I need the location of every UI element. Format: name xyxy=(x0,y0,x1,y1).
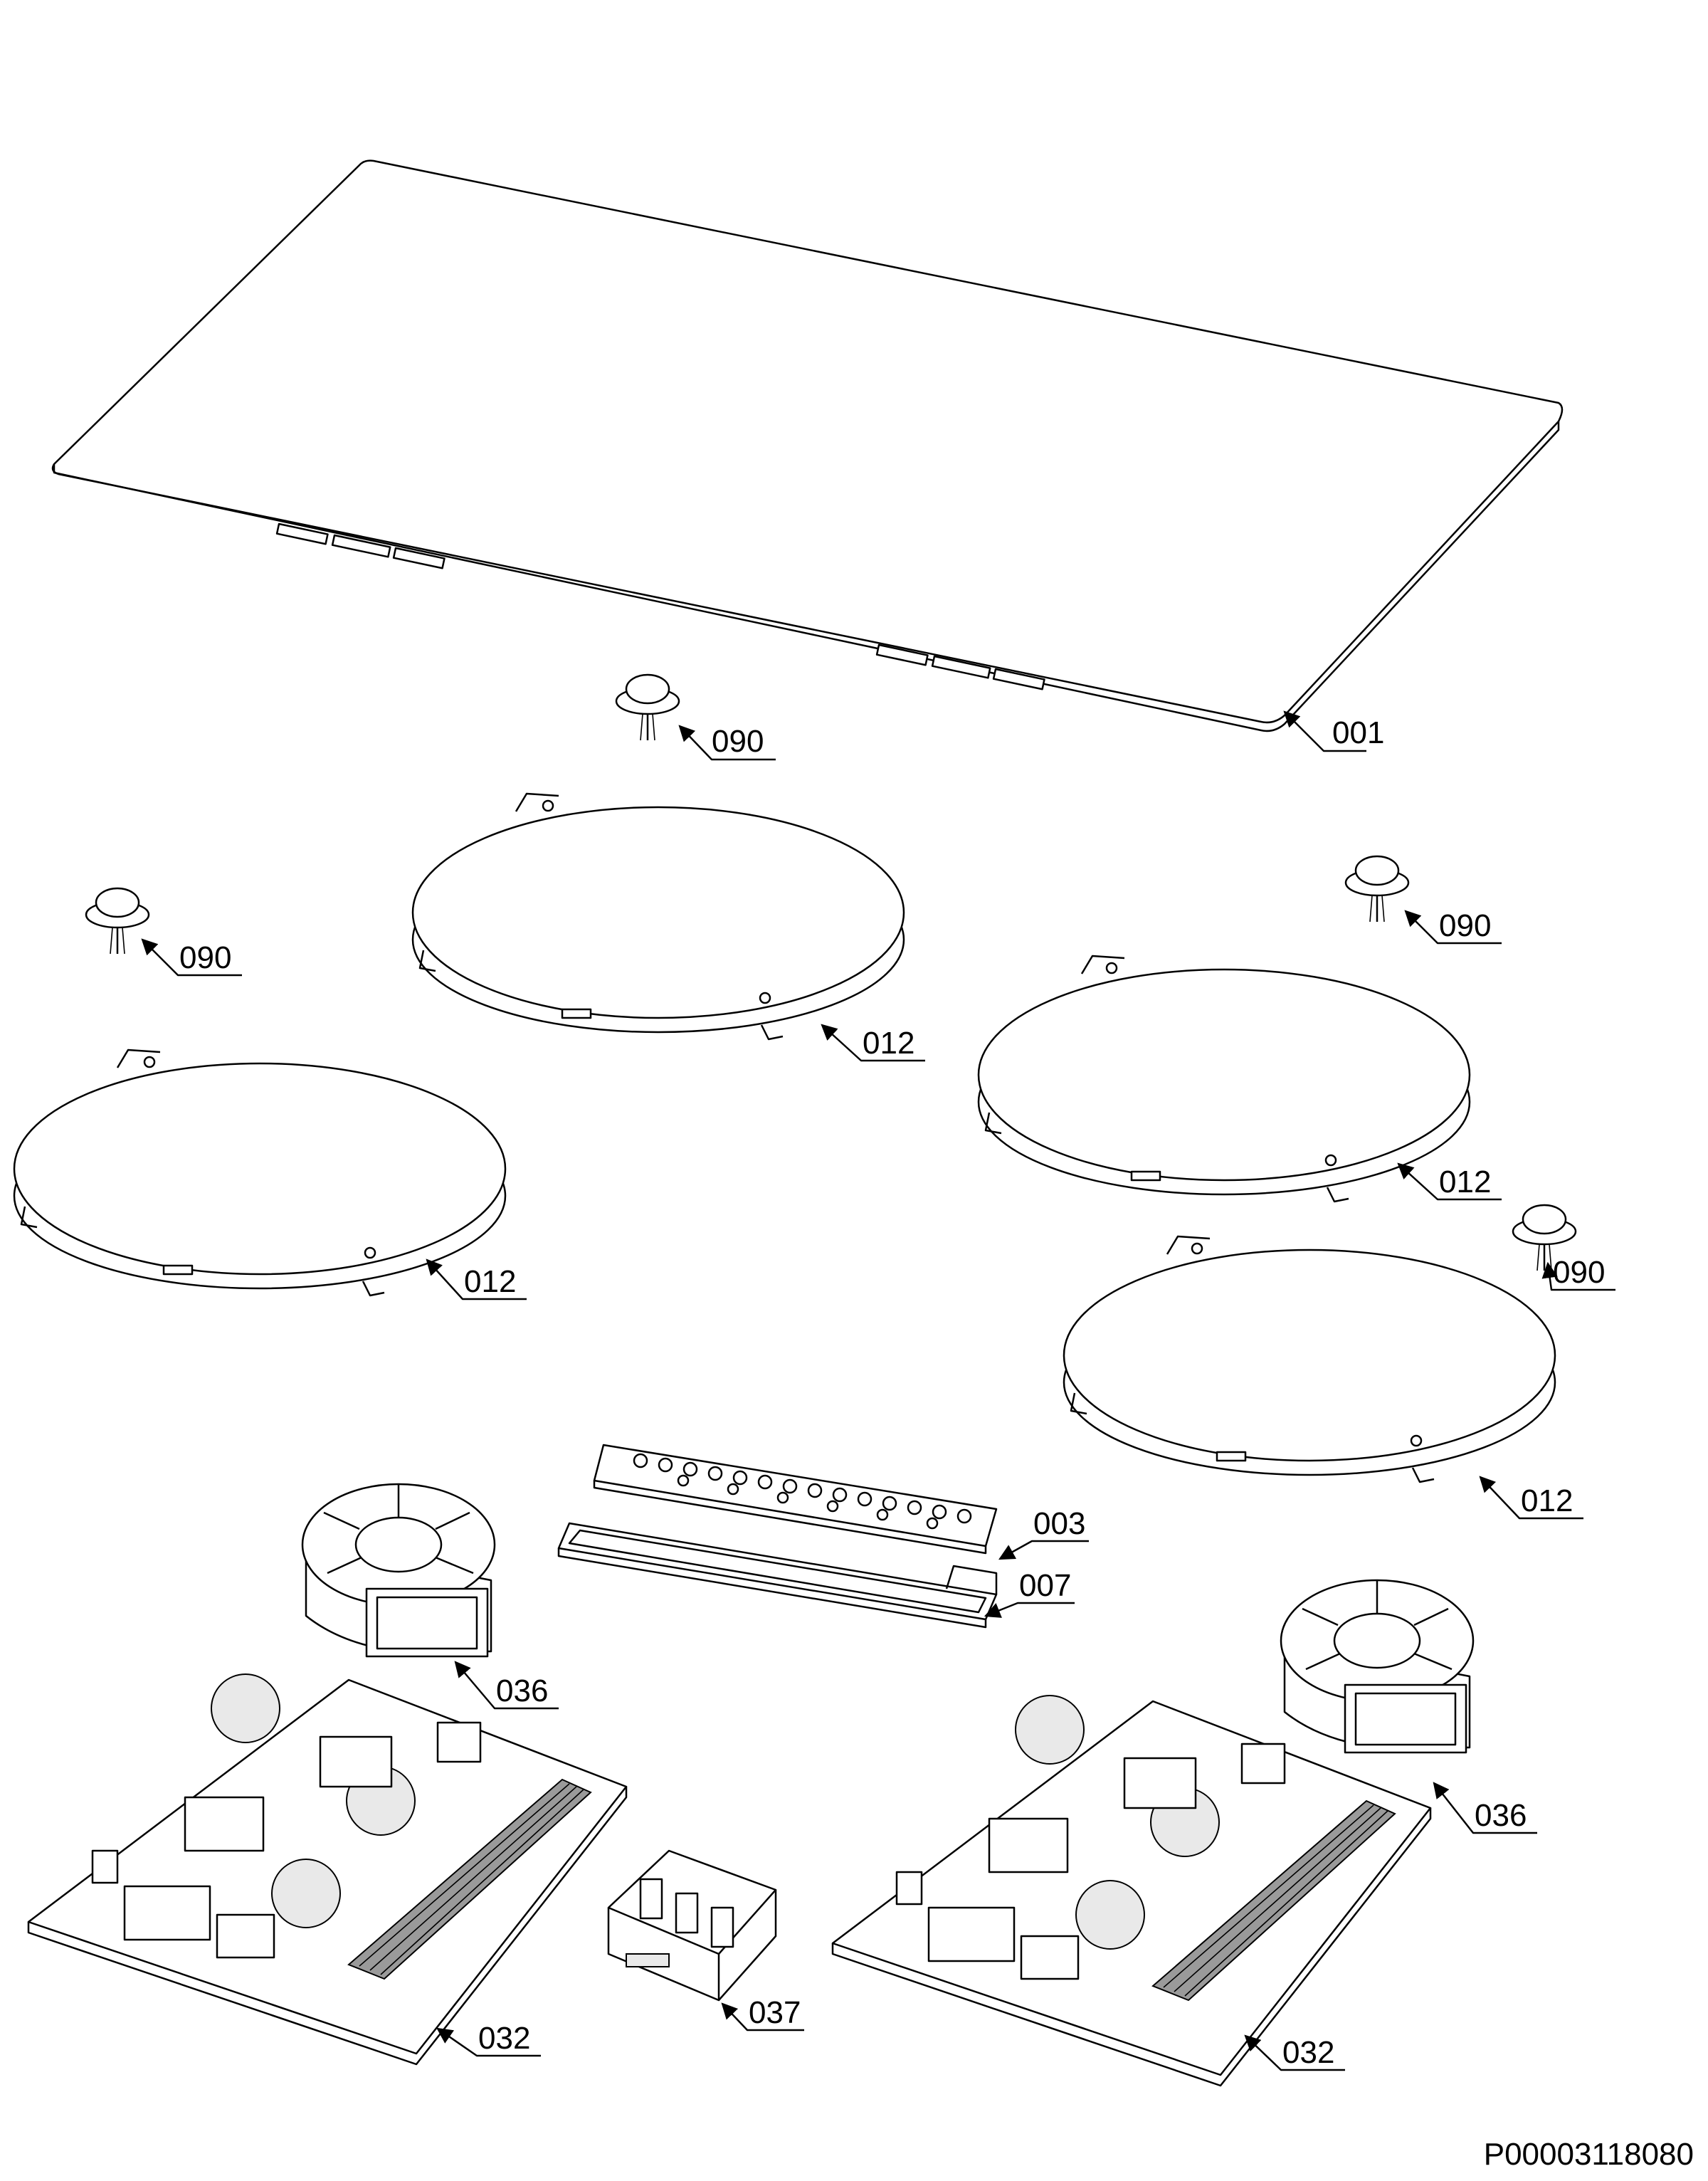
label-coil-front-right: 012 xyxy=(1521,1483,1573,1518)
fan-left-part xyxy=(301,1483,496,1658)
coil-front-right-part xyxy=(1063,1235,1556,1483)
label-fan-right: 036 xyxy=(1475,1798,1527,1833)
sensor-left-part xyxy=(85,887,150,955)
sensor-center-part xyxy=(615,673,680,741)
label-coil-rear-right: 012 xyxy=(1439,1165,1491,1199)
control-frame-part xyxy=(557,1522,998,1629)
sensor-right-upper-part xyxy=(1344,855,1410,923)
label-power-board-left: 032 xyxy=(478,2021,530,2056)
label-power-board-right: 032 xyxy=(1282,2035,1334,2070)
label-sensor-right-lower: 090 xyxy=(1553,1255,1605,1290)
label-control-board: 003 xyxy=(1033,1506,1085,1541)
part-labels: 001 090 090 090 090 012 012 012 012 003 … xyxy=(179,715,1605,2070)
label-coil-front-left: 012 xyxy=(464,1264,516,1299)
coil-front-left-part xyxy=(13,1049,507,1297)
filter-module-part xyxy=(607,1849,777,2002)
control-board-part xyxy=(593,1444,998,1555)
leader-lines xyxy=(141,710,1615,2071)
sensor-right-lower-part xyxy=(1512,1204,1577,1271)
label-coil-rear-left: 012 xyxy=(863,1026,914,1061)
document-id: P00003118080 xyxy=(1483,2137,1694,2172)
label-sensor-right-upper: 090 xyxy=(1439,908,1491,943)
power-board-right-part xyxy=(831,1695,1432,2087)
label-sensor-center: 090 xyxy=(712,724,764,759)
label-glass-top: 001 xyxy=(1332,715,1384,750)
label-control-frame: 007 xyxy=(1019,1568,1071,1603)
label-fan-left: 036 xyxy=(496,1673,548,1708)
label-sensor-left: 090 xyxy=(179,940,231,975)
label-filter-module: 037 xyxy=(749,1995,801,2030)
glass-top-part xyxy=(51,159,1564,732)
fan-right-part xyxy=(1280,1579,1475,1754)
coil-rear-left-part xyxy=(411,792,905,1041)
power-board-left-part xyxy=(27,1673,628,2066)
coil-rear-right-part xyxy=(977,955,1471,1203)
